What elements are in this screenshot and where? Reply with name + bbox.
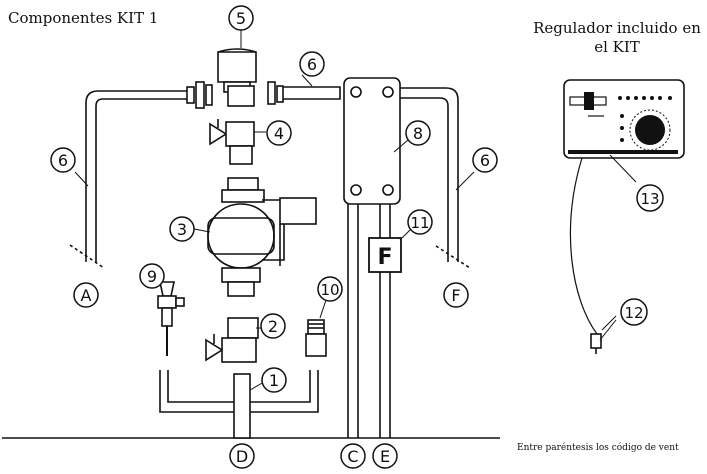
callout-2: 2 <box>260 313 286 339</box>
svg-text:6: 6 <box>480 151 490 170</box>
svg-text:3: 3 <box>177 220 187 239</box>
callout-5: 5 <box>228 5 254 31</box>
callout-9: 9 <box>139 263 165 289</box>
component-13-regulator <box>563 79 685 183</box>
callout-e: E <box>372 443 398 469</box>
callout-f: F <box>443 282 469 308</box>
callout-11: 11 <box>407 209 433 235</box>
svg-text:C: C <box>347 447 358 466</box>
callout-6-right: 6 <box>472 147 498 173</box>
svg-text:2: 2 <box>268 317 278 336</box>
component-2-valve <box>205 317 268 363</box>
component-1-manifold <box>159 370 319 439</box>
callout-13: 13 <box>636 184 664 212</box>
footnote: Entre paréntesis los código de vent <box>517 443 679 453</box>
regulator-title-line2: el KIT <box>594 38 640 56</box>
component-5-sensor <box>217 30 257 107</box>
svg-text:9: 9 <box>147 267 157 286</box>
svg-text:11: 11 <box>410 214 429 232</box>
pipe-right-f <box>400 87 475 269</box>
component-8-exchanger <box>343 77 409 205</box>
svg-text:12: 12 <box>624 304 643 322</box>
flow-meter-label: F <box>377 245 392 270</box>
regulator-title: Regulador incluido en el KIT <box>522 19 707 57</box>
pipe-c <box>347 204 359 438</box>
svg-text:1: 1 <box>269 371 279 390</box>
callout-6-left: 6 <box>50 147 76 173</box>
regulator-title-line1: Regulador incluido en <box>533 19 701 37</box>
component-10-fitting <box>305 299 327 357</box>
callout-d: D <box>229 443 255 469</box>
callout-4: 4 <box>266 120 292 146</box>
pipe-e <box>379 204 391 438</box>
svg-text:D: D <box>236 447 248 466</box>
component-9-pressure-valve <box>157 281 185 356</box>
callout-8: 8 <box>405 120 431 146</box>
component-12-probe <box>569 157 617 354</box>
svg-text:F: F <box>451 286 460 305</box>
svg-text:6: 6 <box>58 151 68 170</box>
callout-c: C <box>340 443 366 469</box>
svg-text:5: 5 <box>236 9 246 28</box>
kit-title: Componentes KIT 1 <box>8 9 159 27</box>
svg-text:4: 4 <box>274 124 284 143</box>
svg-text:10: 10 <box>320 281 339 299</box>
callout-6-top: 6 <box>299 51 325 77</box>
callout-a: A <box>73 282 99 308</box>
svg-text:A: A <box>81 286 92 305</box>
svg-text:E: E <box>380 447 390 466</box>
component-3-pump <box>193 177 317 297</box>
callout-12: 12 <box>620 298 648 326</box>
svg-text:6: 6 <box>307 55 317 74</box>
component-4-valve <box>209 119 266 165</box>
svg-text:13: 13 <box>640 190 659 208</box>
callout-1: 1 <box>261 367 287 393</box>
component-11-flow-meter: F <box>368 229 411 273</box>
callout-10: 10 <box>317 276 343 302</box>
fitting-top-right <box>267 74 341 105</box>
callout-3: 3 <box>169 216 195 242</box>
svg-text:8: 8 <box>413 124 423 143</box>
pipe-left-a <box>69 81 213 269</box>
